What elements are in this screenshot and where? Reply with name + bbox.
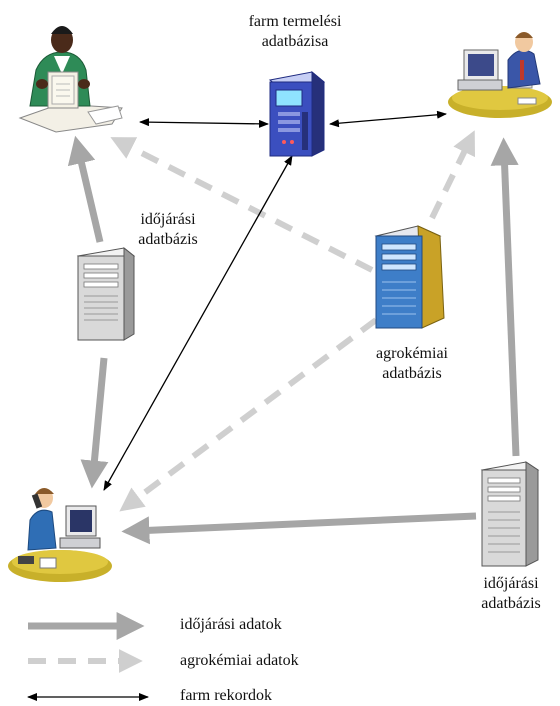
farm-db-label-line2: adatbázisa — [261, 33, 329, 50]
weather-arrow-right-to-top — [490, 137, 520, 457]
farm-arrow-left — [139, 118, 269, 128]
legend-agrochem-label: agrokémiai adatok — [180, 652, 299, 669]
weather-db-left-label: időjárási adatbázis — [118, 210, 218, 250]
agro-arrow-to-bottom-left — [119, 317, 378, 512]
farm-arrow-right — [329, 110, 447, 128]
weather-arrow-left-to-bottom — [80, 357, 109, 489]
weather-arrow-right-to-bottom — [121, 512, 477, 545]
person-at-computer-icon — [448, 32, 552, 118]
person-on-phone-icon — [8, 488, 112, 582]
farm-db-label: farm termelési adatbázisa — [230, 12, 360, 52]
blue-server-icon — [268, 70, 326, 157]
weather-db-left-label-line2: adatbázis — [138, 231, 198, 248]
agro-db-label-line2: adatbázis — [382, 365, 442, 382]
agro-arrow-to-top-left — [110, 137, 374, 273]
weather-arrow-left-to-top — [67, 135, 104, 243]
weather-db-right-label: időjárási adatbázis — [464, 574, 558, 614]
farm-arrow-down — [103, 155, 293, 491]
agro-db-label: agrokémiai adatbázis — [352, 344, 472, 384]
agro-db-label-line1: agrokémiai — [376, 345, 448, 362]
office-person-icon — [18, 26, 123, 133]
weather-db-left-label-line1: időjárási — [140, 211, 196, 228]
weather-db-right-label-line1: időjárási — [483, 575, 539, 592]
legend-farm-label: farm rekordok — [180, 687, 272, 704]
legend-weather-label: időjárási adatok — [180, 616, 282, 633]
blue-yellow-server-icon — [374, 225, 445, 329]
gray-server-icon — [76, 246, 136, 341]
agro-arrow-to-top-right — [429, 130, 476, 220]
gray-server-icon — [480, 461, 540, 567]
farm-db-label-line1: farm termelési — [248, 13, 342, 30]
weather-db-right-label-line2: adatbázis — [481, 595, 541, 612]
